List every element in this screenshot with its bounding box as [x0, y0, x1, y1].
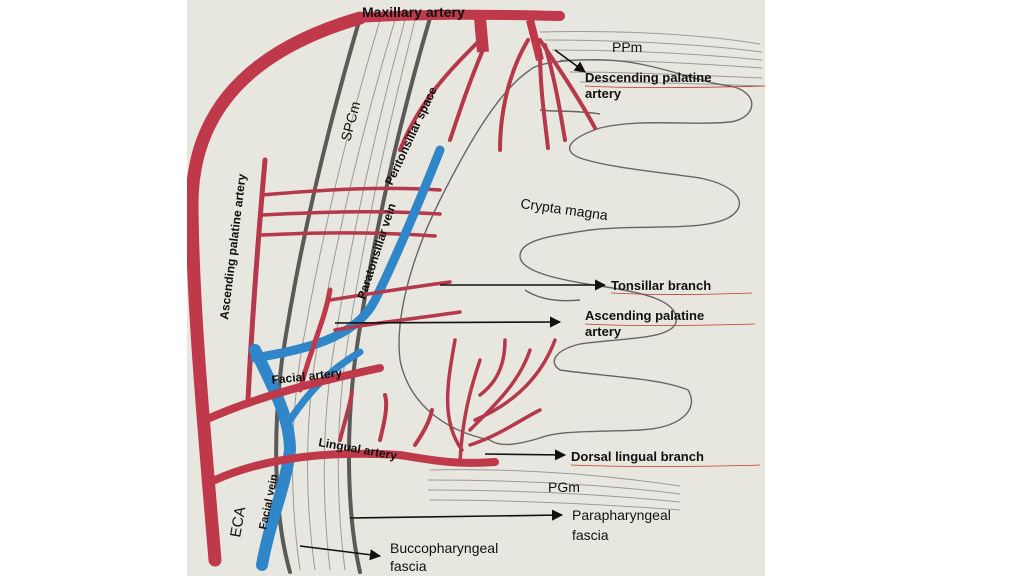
descending-palatine-branches: [398, 38, 597, 152]
label-ascending-palatine-line2: artery: [585, 324, 622, 339]
lingual-artery: [211, 449, 499, 484]
label-ascending-palatine-line1: Ascending palatine: [585, 308, 704, 323]
facial-artery-branch: [297, 287, 333, 393]
maxillary-artery: [350, 9, 565, 23]
lingual-artery-small-branch-2: [378, 393, 389, 442]
pointer-arrows: [299, 49, 607, 561]
label-underlines: [570, 85, 765, 467]
arrow-dorsal-lingual: [484, 449, 567, 461]
label-descending-palatine-line1: Descending palatine: [585, 70, 711, 85]
label-pgm: PGm: [548, 479, 580, 495]
label-parapharyngeal-line1: Parapharyngeal: [572, 507, 671, 523]
facial-artery: [201, 364, 384, 424]
label-dorsal-lingual-branch: Dorsal lingual branch: [571, 449, 704, 464]
label-ppm: PPm: [612, 39, 642, 55]
arrow-parapharyngeal-fascia: [349, 509, 564, 521]
arrow-ascending-palatine: [334, 316, 562, 328]
pgm-muscle: [427, 469, 681, 511]
paratonsillar-vein: [250, 145, 445, 363]
diagram-paper: Maxillary artery PPm Descending palatine…: [187, 0, 765, 576]
label-descending-palatine-line2: artery: [585, 86, 622, 101]
label-parapharyngeal-line2: fascia: [572, 527, 609, 543]
tonsil-vascular-diagram: Maxillary artery PPm Descending palatine…: [187, 0, 765, 576]
tonsillar-branch-vessels: [328, 280, 462, 332]
facial-vein: [249, 344, 297, 571]
label-eca: ECA: [227, 505, 249, 538]
eca-artery: [187, 11, 367, 567]
label-tonsillar-branch: Tonsillar branch: [611, 278, 711, 293]
label-buccopharyngeal-line2: fascia: [390, 558, 427, 574]
label-buccopharyngeal-line1: Buccopharyngeal: [390, 540, 498, 556]
lingual-artery-small-branch-1: [338, 390, 354, 442]
dorsal-lingual-branch-tree: [445, 338, 557, 464]
arrow-descending-palatine: [554, 49, 586, 73]
label-maxillary-artery: Maxillary artery: [362, 4, 465, 20]
lingual-artery-small-branch-3: [413, 408, 434, 447]
ascending-palatine-artery-vertical: [245, 157, 268, 403]
arrow-buccopharyngeal-fascia: [299, 545, 382, 561]
